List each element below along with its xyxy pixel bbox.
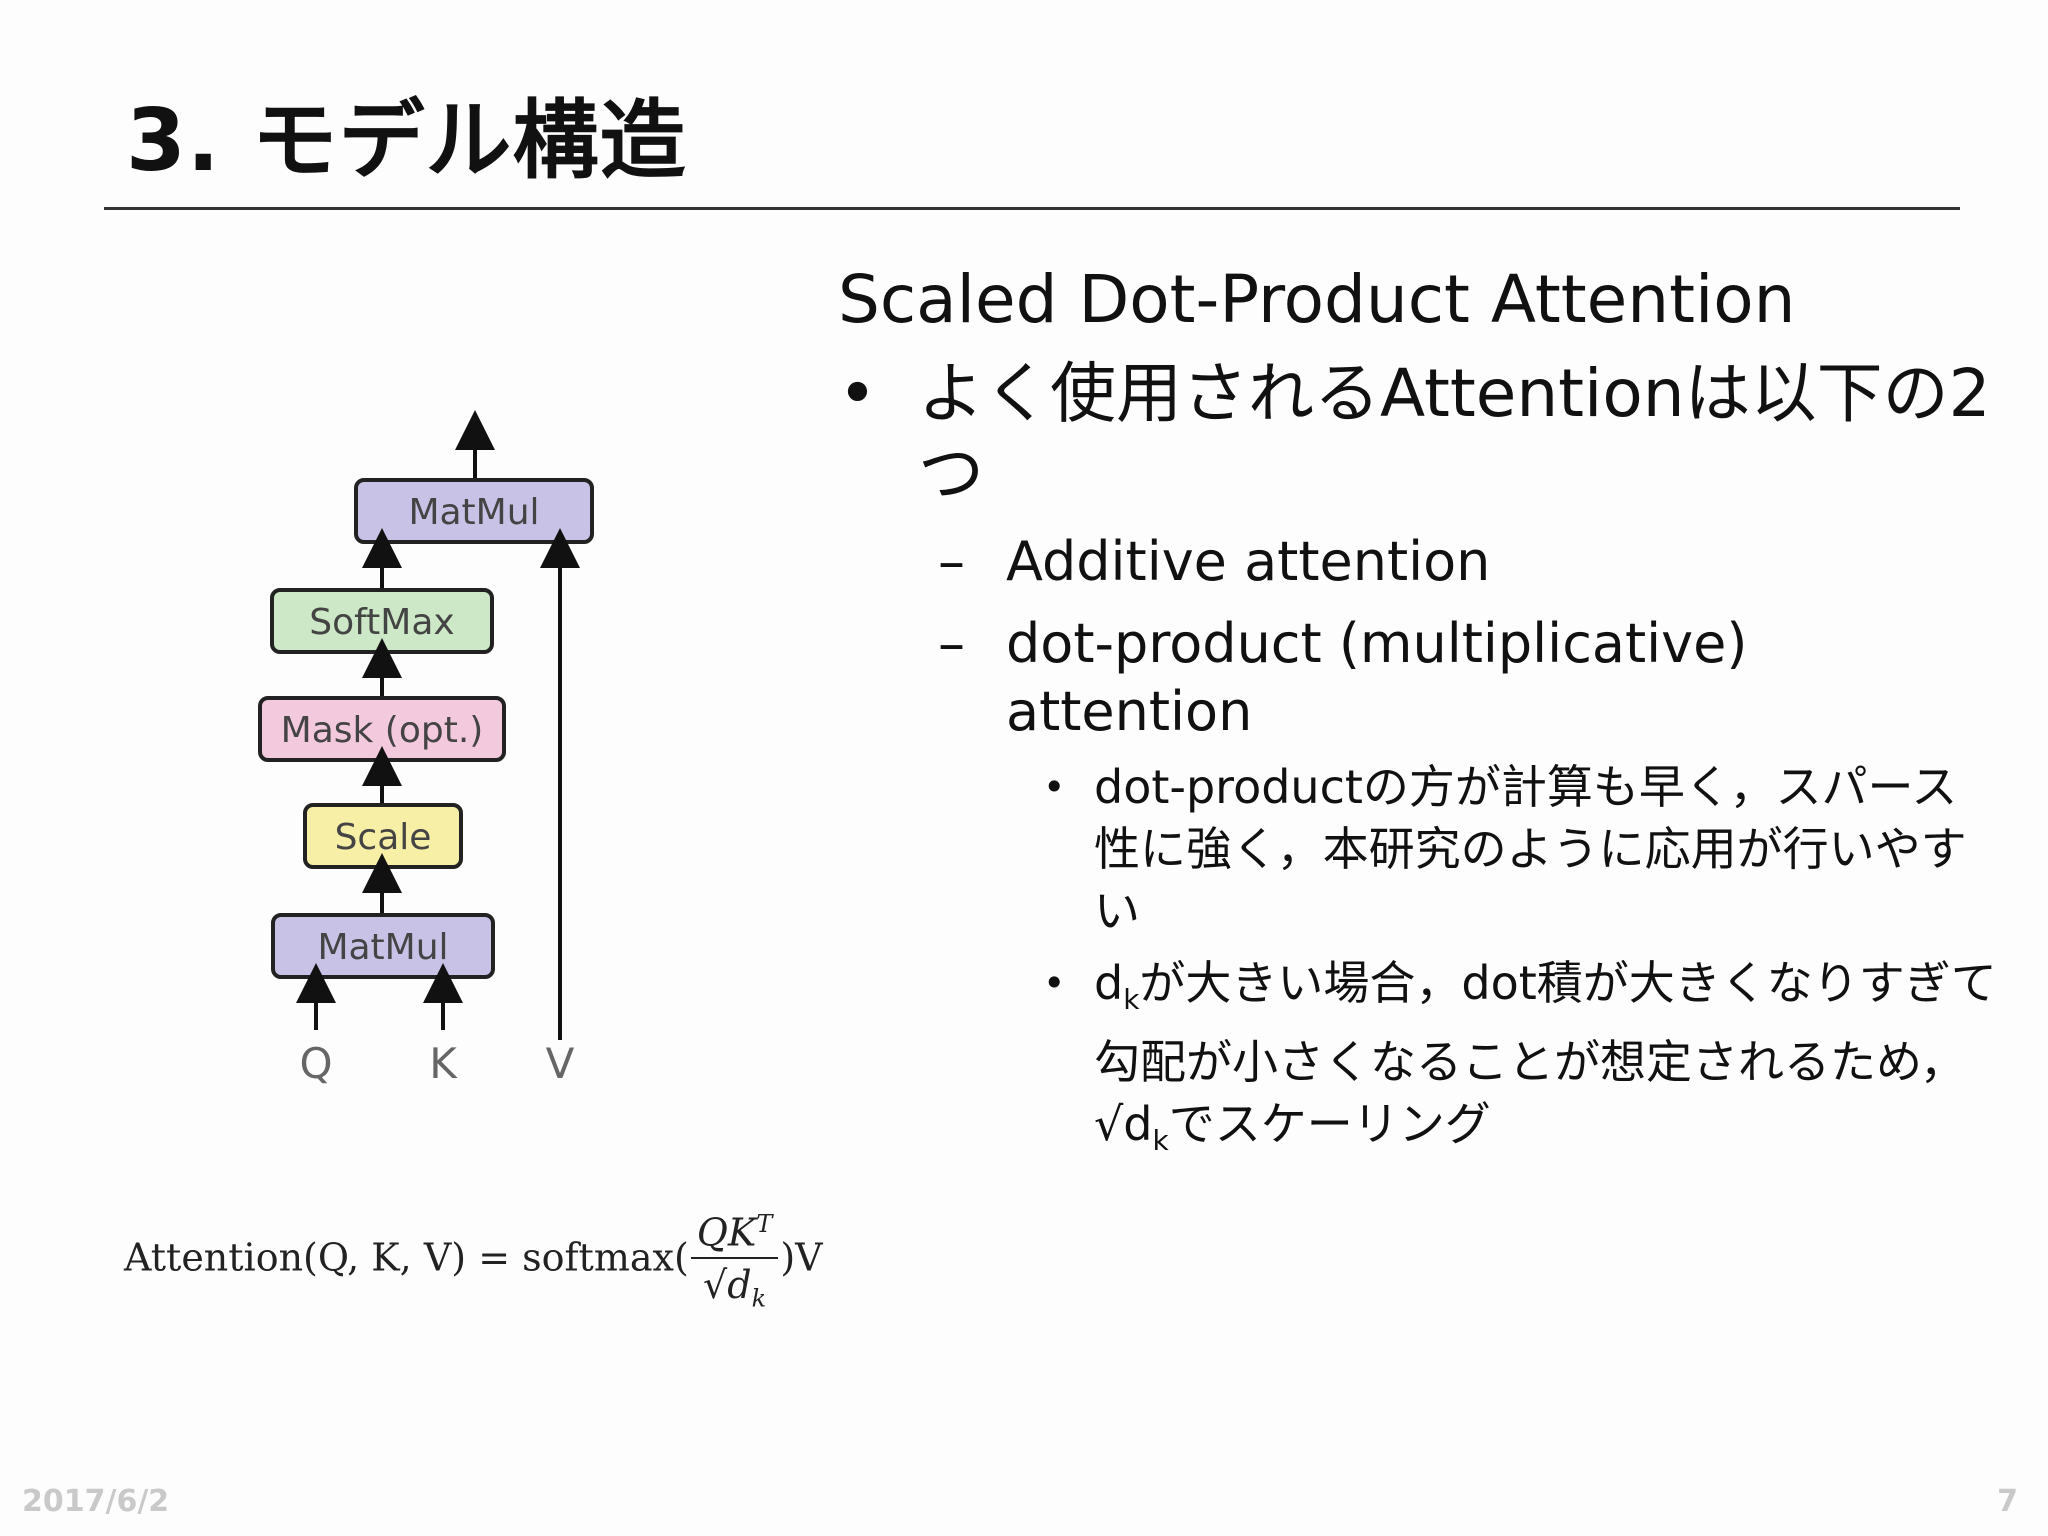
page-number: 7 xyxy=(1997,1484,2018,1519)
bullet-level2-text: dot-product (multiplicative) attention xyxy=(1006,612,1748,743)
bullet-level3-text: dot-productの方が計算も早く，スパース性に強く，本研究のように応用が行… xyxy=(1094,760,1967,938)
dk-subscript-2: k xyxy=(1152,1124,1169,1158)
bullet-level3-suffix: でスケーリング xyxy=(1168,1097,1491,1152)
bullet-level3-text: dkが大きい場合，dot積が大きくなりすぎて勾配が小さくなることが想定されるため… xyxy=(1094,956,1997,1157)
input-k: K xyxy=(429,1039,458,1088)
formula-rhs: )V xyxy=(780,1235,823,1280)
scale-label: Scale xyxy=(335,817,432,858)
softmax-label: SoftMax xyxy=(309,602,454,643)
title-divider xyxy=(104,207,1960,210)
bullet-level1-text: よく使用されるAttentionは以下の2つ xyxy=(918,355,1991,512)
bullet-level2-item: – dot-product (multiplicative) attention xyxy=(838,610,1998,746)
dk-subscript: k xyxy=(1123,983,1140,1017)
formula-numerator: QK xyxy=(696,1210,757,1255)
section-heading: Scaled Dot-Product Attention xyxy=(838,261,1796,338)
bullet-level1: • よく使用されるAttentionは以下の2つ xyxy=(838,354,1998,514)
attention-formula: Attention(Q, K, V) = softmax(QKT√dk)V xyxy=(124,1210,823,1312)
matmul-bottom-box xyxy=(271,913,495,979)
dash-icon: – xyxy=(938,530,965,593)
bullet-level2-text: Additive attention xyxy=(1006,530,1491,593)
footer-date: 2017/6/2 xyxy=(22,1484,170,1519)
slide-title: 3. モデル構造 xyxy=(126,91,687,191)
bullet-dot-icon: • xyxy=(1043,765,1066,809)
formula-denominator: √d xyxy=(703,1262,752,1307)
bullet-level2-item: – Additive attention xyxy=(838,528,1998,596)
bullet-level3-middle: が大きい場合，dot積が大きくなりすぎて勾配が小さくなることが想定されるため，√… xyxy=(1094,956,1997,1152)
input-v: V xyxy=(546,1039,575,1088)
dk-prefix: d xyxy=(1094,956,1124,1010)
mask-label: Mask (opt.) xyxy=(281,710,484,751)
content-column: Scaled Dot-Product Attention • よく使用されるAt… xyxy=(838,260,1998,1172)
formula-fraction: QKT√dk xyxy=(690,1210,779,1313)
matmul-bottom-label: MatMul xyxy=(317,927,448,968)
formula-lhs: Attention(Q, K, V) = softmax( xyxy=(124,1235,689,1280)
formula-denominator-sub: k xyxy=(751,1284,767,1313)
bullet-dot-icon: • xyxy=(1043,961,1066,1005)
input-q: Q xyxy=(299,1039,332,1088)
matmul-top-box xyxy=(354,478,594,544)
bullet-level3-item: • dot-productの方が計算も早く，スパース性に強く，本研究のように応用… xyxy=(838,756,1998,942)
bullet-dot-icon: • xyxy=(838,355,877,432)
bullet-level3-item: • dkが大きい場合，dot積が大きくなりすぎて勾配が小さくなることが想定される… xyxy=(838,952,1998,1172)
dash-icon: – xyxy=(938,612,965,675)
matmul-top-label: MatMul xyxy=(408,492,539,533)
formula-numerator-sup: T xyxy=(756,1210,773,1238)
